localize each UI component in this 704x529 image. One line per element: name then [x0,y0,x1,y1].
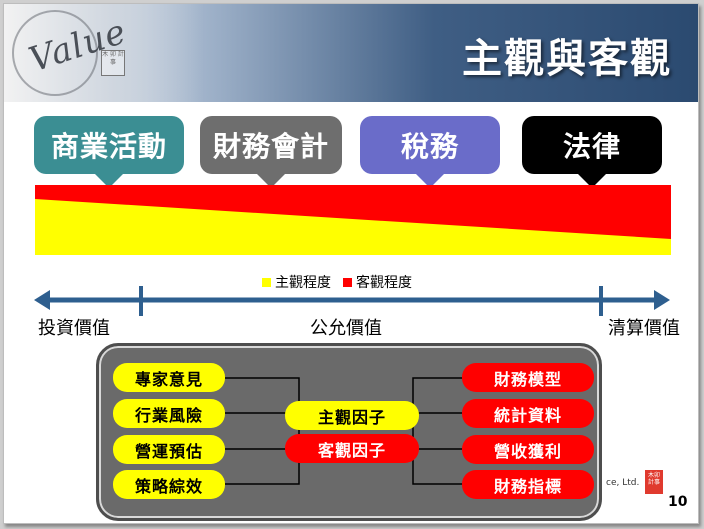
category-business: 商業活動 [34,116,184,188]
subjective-area [35,199,671,255]
factor-expert-opinion: 專家意見 [113,363,225,392]
page-number: 10 [668,494,688,510]
category-law: 法律 [522,116,662,188]
category-accounting: 財務會計 [200,116,342,188]
legend-subjective: 主觀程度 [275,275,331,291]
factor-objective: 客觀因子 [285,434,419,463]
factor-financial-indicators: 財務指標 [462,470,594,499]
factor-subjective: 主觀因子 [285,401,419,430]
axis-label-investment: 投資價值 [38,318,110,339]
footer-company: ce, Ltd. [606,478,640,488]
factor-panel: 專家意見 行業風險 營運預估 策略綜效 主觀因子 客觀因子 財務模型 統計資料 … [96,343,602,521]
header-band: Value 木 卯 計 事 主觀與客觀 [4,4,698,102]
factor-revenue-profit: 營收獲利 [462,435,594,464]
factor-strategic-synergy: 策略綜效 [113,470,225,499]
footer-seal-icon: 木卯 計事 [645,470,663,494]
category-tax: 稅務 [360,116,500,188]
axis-label-liquidation: 清算價值 [608,318,680,339]
factor-statistics: 統計資料 [462,399,594,428]
axis-label-fair: 公允價值 [310,318,382,339]
factor-operating-forecast: 營運預估 [113,435,225,464]
axis-arrow-left [34,290,50,310]
page-title: 主觀與客觀 [462,36,672,82]
seal-icon: 木 卯 計 事 [101,50,125,76]
logo-circle [12,10,98,96]
header-photo: Value 木 卯 計 事 [4,4,204,102]
subjectivity-band [35,185,671,255]
value-axis [34,286,670,316]
axis-arrow-right [654,290,670,310]
factor-industry-risk: 行業風險 [113,399,225,428]
legend: 主觀程度 客觀程度 [262,272,412,292]
slide: Value 木 卯 計 事 主觀與客觀 商業活動 財務會計 稅務 法律 主觀程度… [3,3,699,524]
legend-swatch-objective [343,277,352,287]
factor-financial-model: 財務模型 [462,363,594,392]
legend-objective: 客觀程度 [356,275,412,291]
legend-swatch-subjective [262,277,271,287]
